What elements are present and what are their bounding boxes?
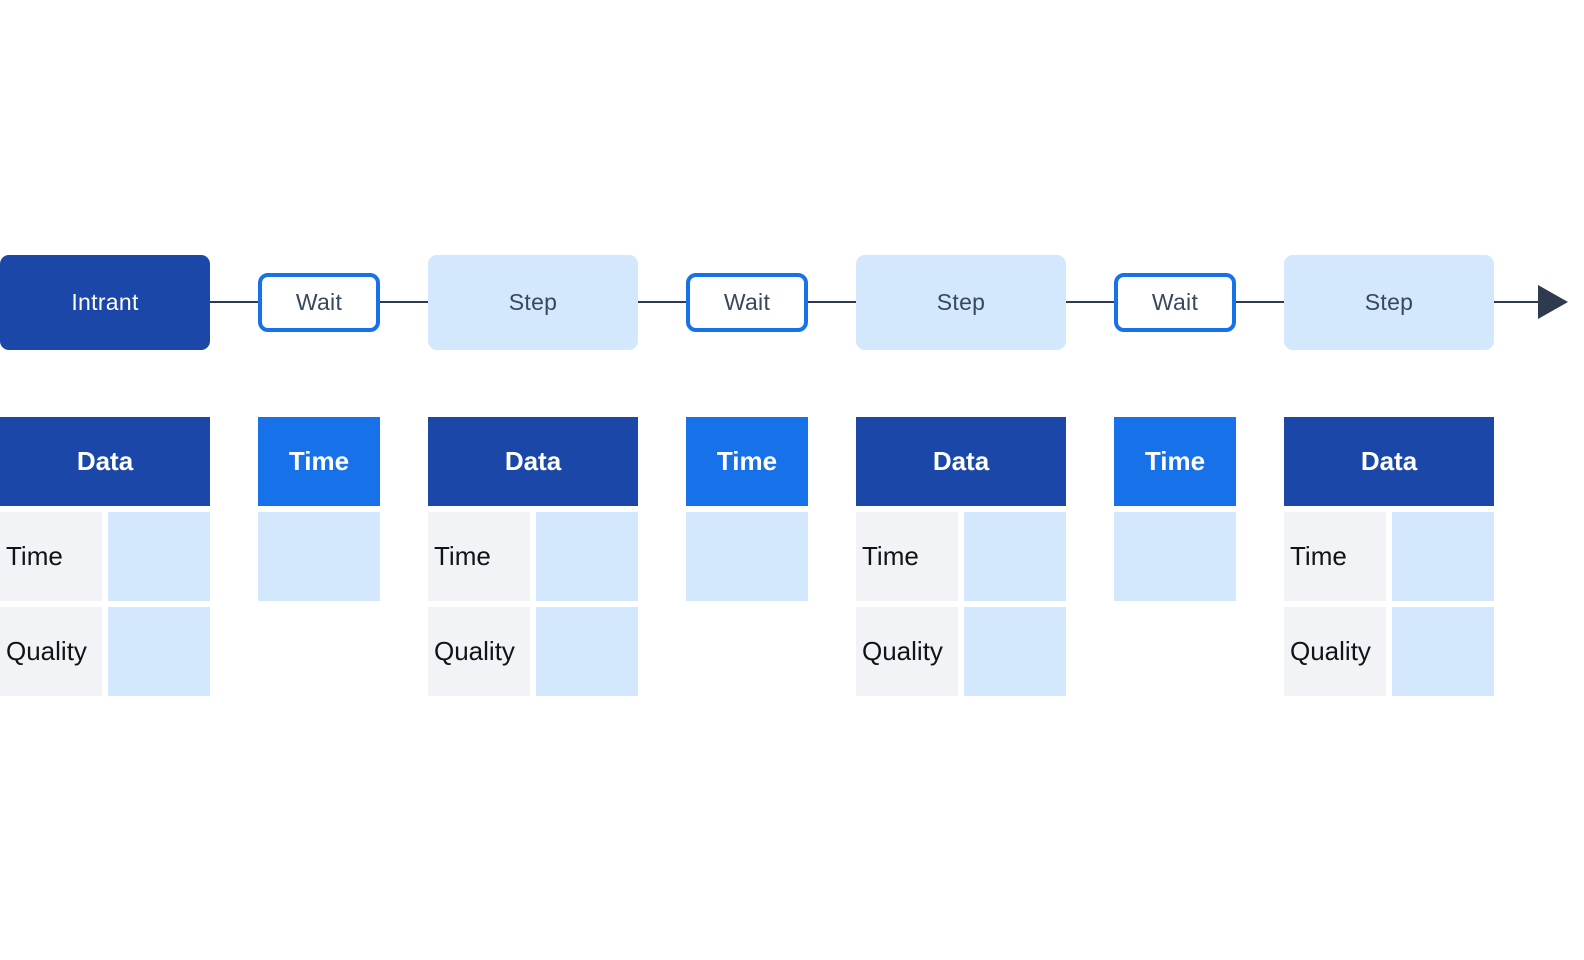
wait-label: Wait	[1151, 289, 1199, 315]
flow-connector	[1236, 301, 1284, 303]
data-header: Data	[856, 417, 1066, 506]
wait-label: Wait	[295, 289, 343, 315]
time-row-label: Time	[0, 512, 102, 601]
time-row-label: Time	[428, 512, 530, 601]
step-box: Step	[856, 255, 1066, 350]
quality-row-label: Quality	[428, 607, 530, 696]
step-box: Step	[428, 255, 638, 350]
quality-row-label: Quality	[856, 607, 958, 696]
wait-time-value-cell	[258, 512, 380, 601]
time-header: Time	[686, 417, 808, 506]
time-header: Time	[1114, 417, 1236, 506]
wait-box: Wait	[1114, 273, 1236, 332]
flow-connector	[380, 301, 428, 303]
time-value-cell	[964, 512, 1066, 601]
flow-connector	[1066, 301, 1114, 303]
wait-time-value-cell	[686, 512, 808, 601]
step-label: Step	[936, 289, 986, 315]
data-header: Data	[1284, 417, 1494, 506]
data-header: Data	[0, 417, 210, 506]
input-box: Intrant	[0, 255, 210, 350]
time-row-label: Time	[856, 512, 958, 601]
flow-connector	[210, 301, 258, 303]
step-box: Step	[1284, 255, 1494, 350]
time-value-cell	[536, 512, 638, 601]
quality-row-label: Quality	[0, 607, 102, 696]
flow-connector	[808, 301, 856, 303]
data-header: Data	[428, 417, 638, 506]
quality-value-cell	[108, 607, 210, 696]
wait-time-value-cell	[1114, 512, 1236, 601]
wait-label: Wait	[723, 289, 771, 315]
quality-value-cell	[536, 607, 638, 696]
quality-row-label: Quality	[1284, 607, 1386, 696]
quality-value-cell	[964, 607, 1066, 696]
time-value-cell	[108, 512, 210, 601]
wait-box: Wait	[686, 273, 808, 332]
time-row-label: Time	[1284, 512, 1386, 601]
step-label: Step	[508, 289, 558, 315]
quality-value-cell	[1392, 607, 1494, 696]
wait-box: Wait	[258, 273, 380, 332]
flow-arrow-line	[1494, 301, 1540, 303]
input-label: Intrant	[71, 289, 139, 315]
flow-connector	[638, 301, 686, 303]
time-value-cell	[1392, 512, 1494, 601]
step-label: Step	[1364, 289, 1414, 315]
flow-arrow-head-icon	[1538, 285, 1568, 319]
time-header: Time	[258, 417, 380, 506]
